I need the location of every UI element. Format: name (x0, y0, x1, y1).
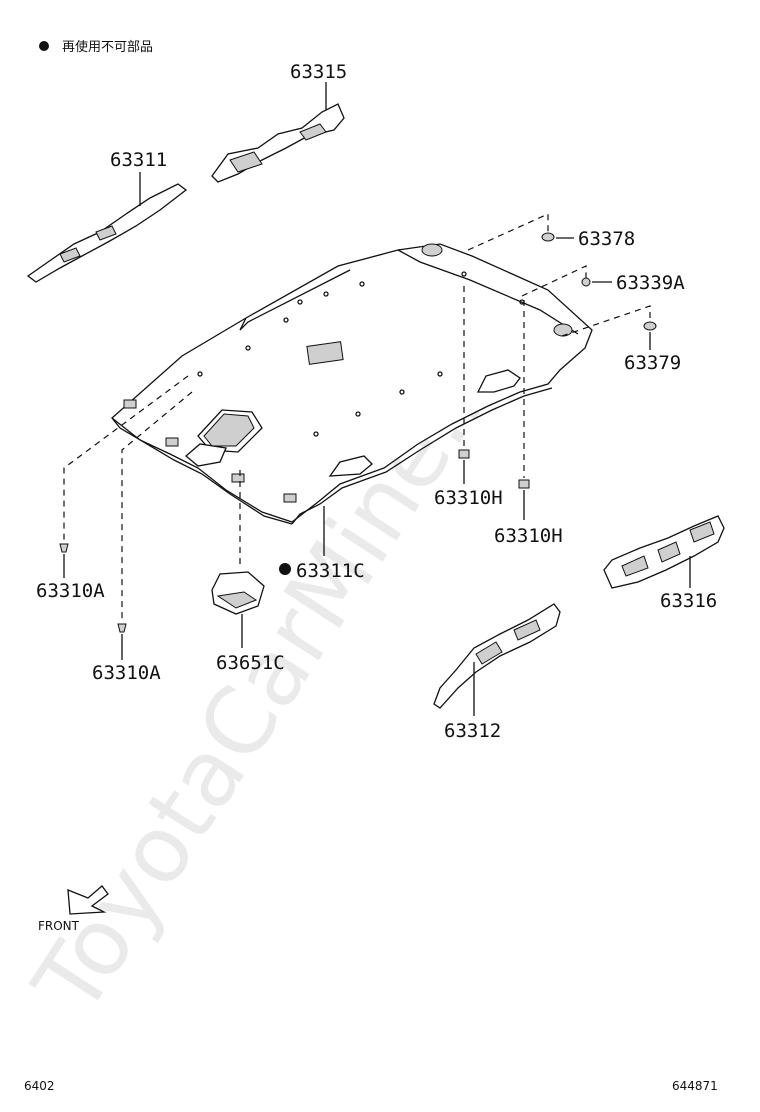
label-63310H-1[interactable]: 63310H (434, 487, 503, 509)
label-63312[interactable]: 63312 (444, 720, 501, 742)
footer-left: 6402 (24, 1079, 55, 1093)
part-63312-drawing (433, 603, 561, 716)
front-arrow-icon (67, 885, 109, 915)
legend-text: 再使用不可部品 (62, 39, 153, 55)
part-63311-drawing (26, 172, 188, 283)
label-63379[interactable]: 63379 (624, 352, 681, 374)
label-63310H-2[interactable]: 63310H (494, 525, 563, 547)
front-direction-indicator: FRONT (38, 885, 109, 933)
footer-right: 644871 (672, 1079, 718, 1093)
headliner-drawing (110, 243, 593, 525)
part-63315-drawing (211, 82, 345, 183)
label-63311[interactable]: 63311 (110, 149, 167, 171)
part-63316-drawing (603, 515, 725, 589)
label-63310A-2[interactable]: 63310A (92, 662, 161, 684)
label-63651C[interactable]: 63651C (216, 652, 285, 674)
label-63315[interactable]: 63315 (290, 61, 347, 83)
fastener-leaders (59, 213, 657, 660)
non-reusable-marker-icon (39, 41, 49, 51)
part-63651C-drawing (211, 571, 265, 648)
label-63378[interactable]: 63378 (578, 228, 635, 250)
label-63316[interactable]: 63316 (660, 590, 717, 612)
front-label: FRONT (38, 919, 80, 933)
label-63339A[interactable]: 63339A (616, 272, 685, 294)
part-labels: 63315 63311 63378 63339A 63379 63310H 63… (36, 61, 717, 742)
non-reusable-marker-icon (279, 563, 291, 575)
label-63311C[interactable]: 63311C (296, 560, 365, 582)
label-63310A-1[interactable]: 63310A (36, 580, 105, 602)
